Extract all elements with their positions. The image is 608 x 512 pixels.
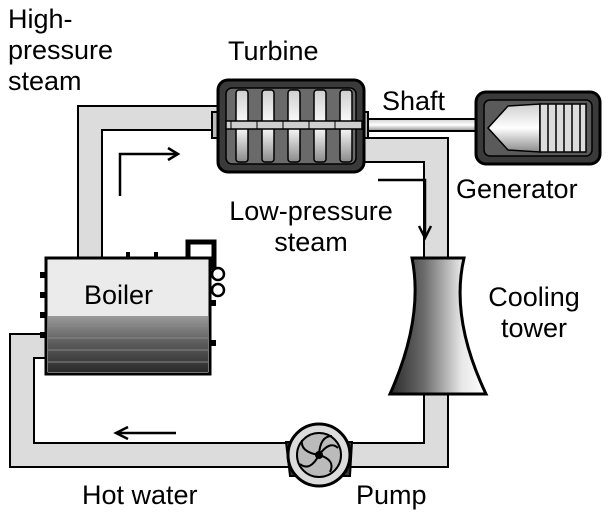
label-shaft: Shaft — [382, 86, 446, 116]
pipe-loop — [9, 105, 449, 468]
label-pump: Pump — [356, 480, 427, 510]
flow-arrow-high-pressure — [118, 152, 176, 196]
generator — [474, 90, 602, 166]
label-cooling-tower: Cooling tower — [488, 282, 580, 343]
boiler — [40, 239, 226, 376]
shaft — [367, 118, 487, 132]
label-high-pressure-steam: High- pressure steam — [8, 4, 114, 96]
flow-arrows — [113, 146, 433, 441]
label-boiler: Boiler — [84, 280, 154, 310]
cooling-tower — [387, 256, 489, 396]
label-generator: Generator — [456, 174, 578, 204]
label-turbine: Turbine — [228, 36, 319, 66]
label-low-pressure-steam: Low-pressure steam — [229, 196, 393, 257]
label-hot-water: Hot water — [82, 480, 198, 510]
pump — [284, 422, 354, 488]
turbine — [211, 78, 369, 174]
flow-arrow-low-pressure — [378, 178, 427, 236]
